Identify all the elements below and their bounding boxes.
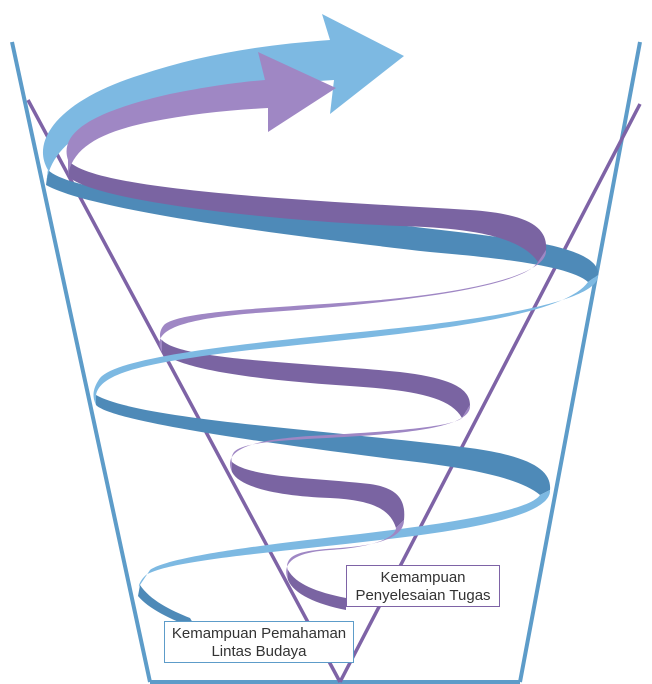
- blue-spiral-front: [42, 14, 599, 587]
- purple-spiral-front: [66, 52, 547, 580]
- task-completion-label: Kemampuan Penyelesaian Tugas: [346, 565, 500, 607]
- purple-spiral-back: [68, 160, 547, 610]
- task-label-line2: Penyelesaian Tugas: [355, 587, 491, 604]
- blue-funnel-left-edge: [10, 41, 152, 683]
- culture-label-line2: Lintas Budaya: [211, 643, 307, 660]
- culture-label-line1: Kemampuan Pemahaman: [171, 625, 347, 642]
- blue-funnel-right-edge: [518, 41, 642, 683]
- blue-spiral-back: [46, 170, 599, 628]
- cross-culture-label: Kemampuan Pemahaman Lintas Budaya: [164, 621, 354, 663]
- task-label-line1: Kemampuan: [380, 569, 466, 586]
